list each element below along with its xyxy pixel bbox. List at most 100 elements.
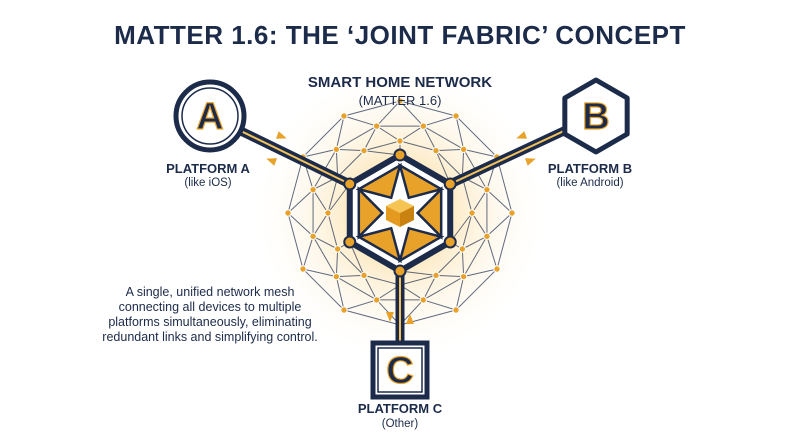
hub-vertex	[343, 177, 357, 191]
mesh-node	[493, 265, 501, 273]
mesh-line	[343, 299, 377, 311]
mesh-line	[461, 212, 473, 250]
platform-b-letter: B	[582, 96, 609, 138]
platform-nodes: A B C	[173, 77, 630, 400]
flow-arrow-icon	[516, 131, 528, 139]
mesh-line	[399, 140, 437, 152]
mesh-line	[302, 115, 345, 158]
mesh-node	[284, 209, 292, 217]
platform-a-letter: A	[196, 96, 223, 138]
mesh-line	[287, 156, 304, 214]
mesh-line	[486, 212, 513, 237]
mesh-line	[423, 125, 464, 150]
mesh-line	[336, 148, 365, 152]
mesh-line	[302, 236, 314, 270]
mesh-line	[461, 248, 465, 277]
mesh-node	[332, 272, 341, 281]
mesh-node	[419, 122, 427, 130]
mesh-line	[463, 148, 498, 158]
mesh-line	[463, 268, 498, 278]
mesh-line	[399, 100, 457, 117]
platform-c-letter: C	[386, 350, 413, 392]
mesh-line	[422, 125, 437, 151]
mesh-line	[399, 100, 424, 127]
hub-vertex	[443, 235, 457, 249]
mesh-node	[333, 245, 342, 253]
mesh-line	[312, 189, 329, 214]
platform-c-square	[370, 340, 430, 400]
mesh-node	[324, 209, 332, 217]
mesh-line	[399, 125, 424, 142]
cube-left	[386, 206, 400, 227]
page-title: MATTER 1.6: THE ‘JOINT FABRIC’ CONCEPT	[114, 20, 686, 50]
mesh-line	[287, 212, 304, 270]
mesh-line	[336, 276, 377, 301]
hub-vertex	[443, 177, 457, 191]
hub-vertex	[393, 264, 407, 278]
mesh-line	[455, 276, 465, 311]
mesh-node	[452, 112, 460, 120]
mesh-line	[423, 115, 457, 127]
mesh-node	[432, 271, 440, 280]
mesh-line	[461, 176, 473, 214]
mesh-node	[373, 122, 381, 130]
platform-a-badge: A	[173, 79, 247, 153]
platform-c-inner-square	[377, 347, 423, 393]
mesh-line	[422, 275, 437, 301]
mesh-node	[299, 265, 307, 273]
mesh-line	[435, 248, 463, 276]
mesh-line	[335, 115, 345, 150]
platform-a-label: PLATFORM A	[166, 161, 250, 176]
mesh-node	[468, 209, 476, 217]
mesh-line	[335, 276, 345, 311]
mesh-line	[312, 235, 338, 250]
mesh-line	[335, 248, 339, 277]
hub-vertex	[393, 148, 407, 162]
mesh-line	[302, 148, 337, 158]
mesh-line	[471, 189, 488, 214]
fabric-description: A single, unified network mesh connectin…	[102, 285, 318, 344]
hub-facet	[397, 162, 445, 200]
mesh-line	[463, 236, 488, 277]
mesh-line	[376, 125, 401, 142]
platform-b-subtitle: (like Android)	[556, 177, 624, 189]
mesh-line	[336, 125, 377, 150]
mesh-line	[327, 212, 339, 250]
mesh-node	[340, 112, 348, 120]
mesh-node	[508, 209, 516, 217]
mesh-line	[435, 148, 464, 152]
mesh-node	[458, 245, 467, 253]
platform-a-subtitle: (like iOS)	[184, 177, 232, 189]
platform-a-circle	[173, 79, 247, 153]
flow-arrow-icon	[386, 312, 394, 322]
central-hub	[343, 148, 457, 278]
mesh-node	[332, 145, 341, 154]
mesh-line	[343, 100, 401, 117]
network-title: SMART HOME NETWORK	[307, 74, 493, 91]
mesh-node	[452, 306, 460, 314]
mesh-node	[396, 137, 404, 145]
network-subtitle: (MATTER 1.6)	[358, 93, 442, 108]
flow-arrow-icon	[266, 158, 278, 166]
mesh-line	[363, 274, 401, 286]
mesh-line	[461, 149, 465, 178]
hub-facet	[415, 186, 443, 240]
mesh-node	[309, 186, 317, 194]
mesh-line	[363, 125, 378, 151]
mesh-line	[462, 235, 488, 250]
mesh-line	[435, 150, 463, 178]
mesh-line	[312, 236, 337, 277]
mesh-line	[423, 299, 457, 311]
mesh-node	[432, 146, 440, 155]
mesh-line	[327, 176, 339, 214]
mesh-line	[287, 189, 314, 214]
mesh-line	[337, 248, 365, 276]
mesh-line	[486, 236, 498, 270]
platform-b-label: PLATFORM B	[547, 161, 633, 176]
mesh-node	[419, 296, 427, 304]
mesh-line	[376, 100, 401, 127]
hub-vertex	[343, 235, 357, 249]
mesh-line	[486, 189, 513, 214]
mesh-line	[496, 156, 513, 214]
